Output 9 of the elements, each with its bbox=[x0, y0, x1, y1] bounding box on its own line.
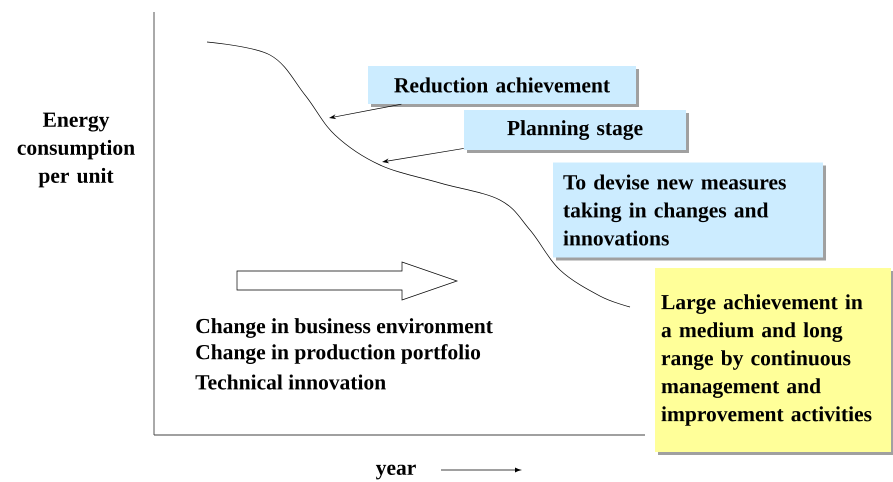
axis-label: year bbox=[376, 464, 416, 480]
note-text: Technical innovation bbox=[196, 374, 386, 390]
callout-box: To devise new measures taking in changes and innovations bbox=[553, 162, 826, 260]
callout-box: Planning stage bbox=[464, 110, 689, 153]
axis-label: Energy consumption per unit bbox=[18, 112, 135, 188]
note-text: Change in production portfolio bbox=[196, 344, 480, 364]
callout-box: Reduction achievement bbox=[368, 66, 639, 107]
note-text: Change in business environment bbox=[196, 318, 493, 338]
note-box: Large achievement in a medium and long range by continuous management and improvement activities bbox=[655, 268, 893, 455]
